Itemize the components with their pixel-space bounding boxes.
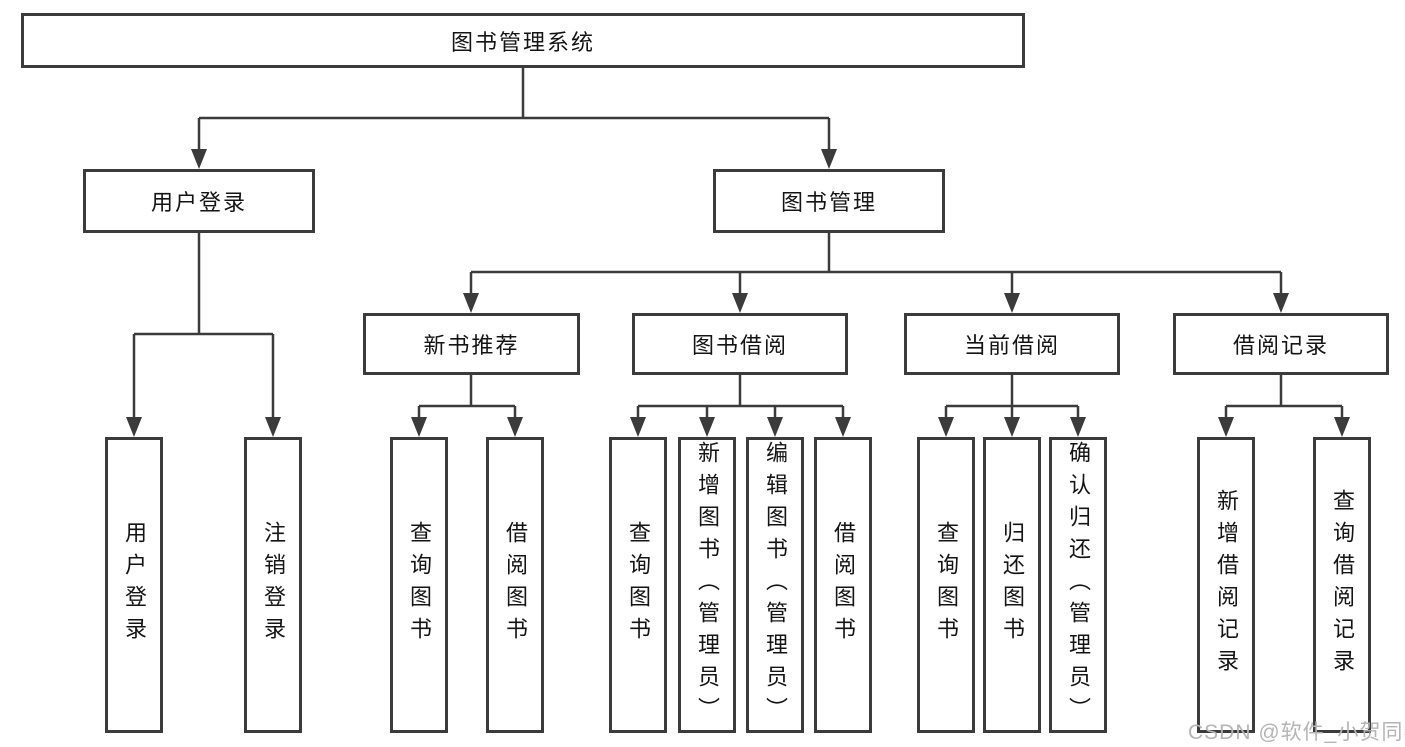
leaf-query-books-recommend: 查询图书 [390, 437, 448, 733]
leaf-borrow-books-recommend: 借阅图书 [486, 437, 544, 733]
node-user-login: 用户登录 [83, 169, 315, 233]
leaf-edit-books-admin: 编辑图书（管理员） [746, 437, 804, 733]
node-root-system: 图书管理系统 [21, 13, 1025, 68]
leaf-borrow-books-borrowing: 借阅图书 [814, 437, 872, 733]
leaf-logout: 注销登录 [244, 437, 302, 733]
node-book-borrowing: 图书借阅 [632, 313, 848, 375]
leaf-add-books-admin: 新增图书（管理员） [678, 437, 736, 733]
node-current-borrowing: 当前借阅 [904, 313, 1120, 375]
node-book-management: 图书管理 [713, 169, 945, 233]
leaf-user-login: 用户登录 [105, 437, 163, 733]
leaf-query-books-current: 查询图书 [917, 437, 975, 733]
leaf-add-borrow-record: 新增借阅记录 [1197, 437, 1255, 733]
leaf-confirm-return-admin: 确认归还（管理员） [1049, 437, 1107, 733]
leaf-query-borrow-record: 查询借阅记录 [1313, 437, 1371, 733]
node-new-book-recommend: 新书推荐 [363, 313, 580, 375]
node-borrowing-records: 借阅记录 [1173, 313, 1389, 375]
csdn-watermark: CSDN @软件_小贺同学 [1188, 721, 1405, 744]
leaf-return-books: 归还图书 [983, 437, 1041, 733]
leaf-query-books-borrowing: 查询图书 [609, 437, 667, 733]
